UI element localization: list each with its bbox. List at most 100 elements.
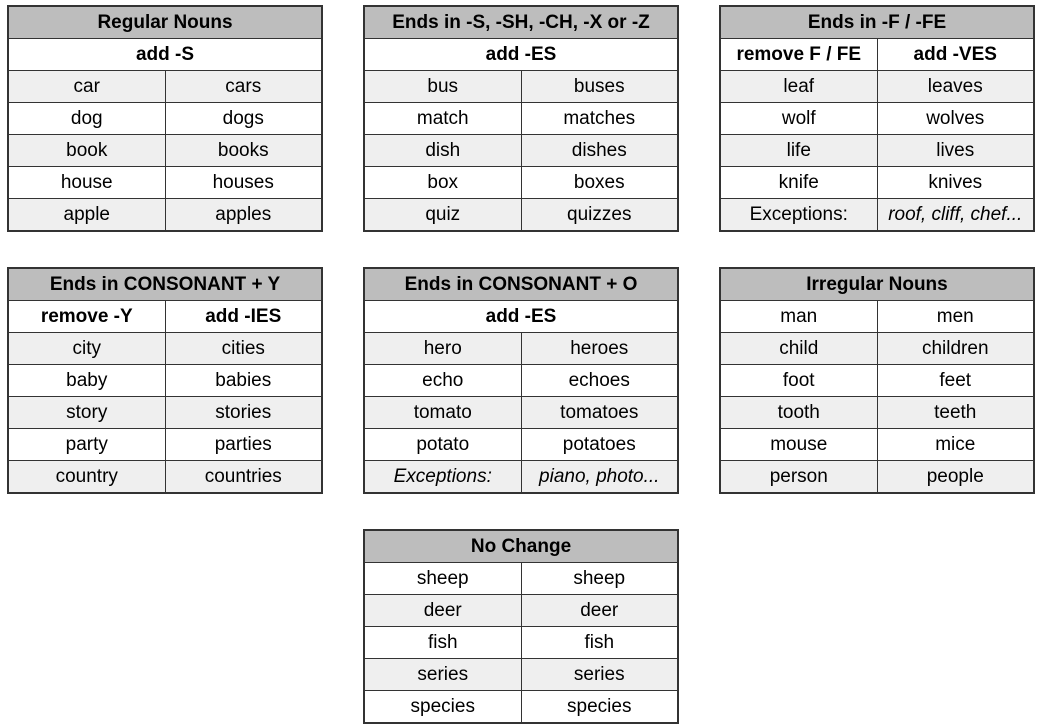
singular-cell: baby [7, 364, 166, 397]
singular-cell: knife [719, 166, 878, 199]
plural-cell: series [520, 658, 679, 691]
exceptions-label: Exceptions: [363, 460, 522, 494]
singular-cell: quiz [363, 198, 522, 232]
plural-cell: quizzes [520, 198, 679, 232]
singular-cell: sheep [363, 562, 522, 595]
plural-cell: dogs [164, 102, 323, 135]
singular-cell: party [7, 428, 166, 461]
rule-label-right: add -VES [876, 38, 1035, 71]
table-title: Ends in -S, -SH, -CH, -X or -Z [363, 5, 679, 39]
singular-cell: car [7, 70, 166, 103]
plural-cell: countries [164, 460, 323, 494]
singular-cell: box [363, 166, 522, 199]
plural-cell: leaves [876, 70, 1035, 103]
plural-cell: echoes [520, 364, 679, 397]
plural-cell: babies [164, 364, 323, 397]
plural-cell: houses [164, 166, 323, 199]
table-title: Ends in -F / -FE [719, 5, 1035, 39]
plural-cell: people [876, 460, 1035, 494]
table-row: Exceptions:roof, cliff, chef... [719, 198, 1035, 232]
table-title: Regular Nouns [7, 5, 323, 39]
plural-cell: teeth [876, 396, 1035, 429]
singular-cell: apple [7, 198, 166, 232]
singular-cell: person [719, 460, 878, 494]
plural-cell: books [164, 134, 323, 167]
table-title: Ends in CONSONANT + O [363, 267, 679, 301]
rule-label: add -ES [363, 300, 679, 333]
singular-cell: dish [363, 134, 522, 167]
plural-cell: mice [876, 428, 1035, 461]
singular-cell: match [363, 102, 522, 135]
plural-cell: dishes [520, 134, 679, 167]
singular-cell: story [7, 396, 166, 429]
plural-cell: potatoes [520, 428, 679, 461]
singular-cell: potato [363, 428, 522, 461]
table-ends-in-s: Ends in -S, -SH, -CH, -X or -Z add -ES b… [363, 5, 679, 232]
table-row: Exceptions:piano, photo... [363, 460, 679, 494]
plural-cell: fish [520, 626, 679, 659]
plural-cell: heroes [520, 332, 679, 365]
singular-cell: country [7, 460, 166, 494]
plural-cell: species [520, 690, 679, 724]
plural-cell: boxes [520, 166, 679, 199]
singular-cell: book [7, 134, 166, 167]
rule-label: add -ES [363, 38, 679, 71]
exceptions-list: roof, cliff, chef... [876, 198, 1035, 232]
singular-cell: foot [719, 364, 878, 397]
singular-cell: man [719, 300, 878, 333]
singular-cell: tomato [363, 396, 522, 429]
table-title: Irregular Nouns [719, 267, 1035, 301]
rule-label: add -S [7, 38, 323, 71]
singular-cell: hero [363, 332, 522, 365]
plural-cell: cities [164, 332, 323, 365]
plural-cell: deer [520, 594, 679, 627]
plural-cell: tomatoes [520, 396, 679, 429]
singular-cell: fish [363, 626, 522, 659]
rule-label-right: add -IES [164, 300, 323, 333]
singular-cell: dog [7, 102, 166, 135]
plural-cell: sheep [520, 562, 679, 595]
table-title: No Change [363, 529, 679, 563]
singular-cell: mouse [719, 428, 878, 461]
plural-cell: parties [164, 428, 323, 461]
plural-cell: knives [876, 166, 1035, 199]
plural-cell: feet [876, 364, 1035, 397]
singular-cell: echo [363, 364, 522, 397]
singular-cell: city [7, 332, 166, 365]
exceptions-list: piano, photo... [520, 460, 679, 494]
singular-cell: child [719, 332, 878, 365]
plural-cell: cars [164, 70, 323, 103]
plural-cell: children [876, 332, 1035, 365]
plural-cell: buses [520, 70, 679, 103]
